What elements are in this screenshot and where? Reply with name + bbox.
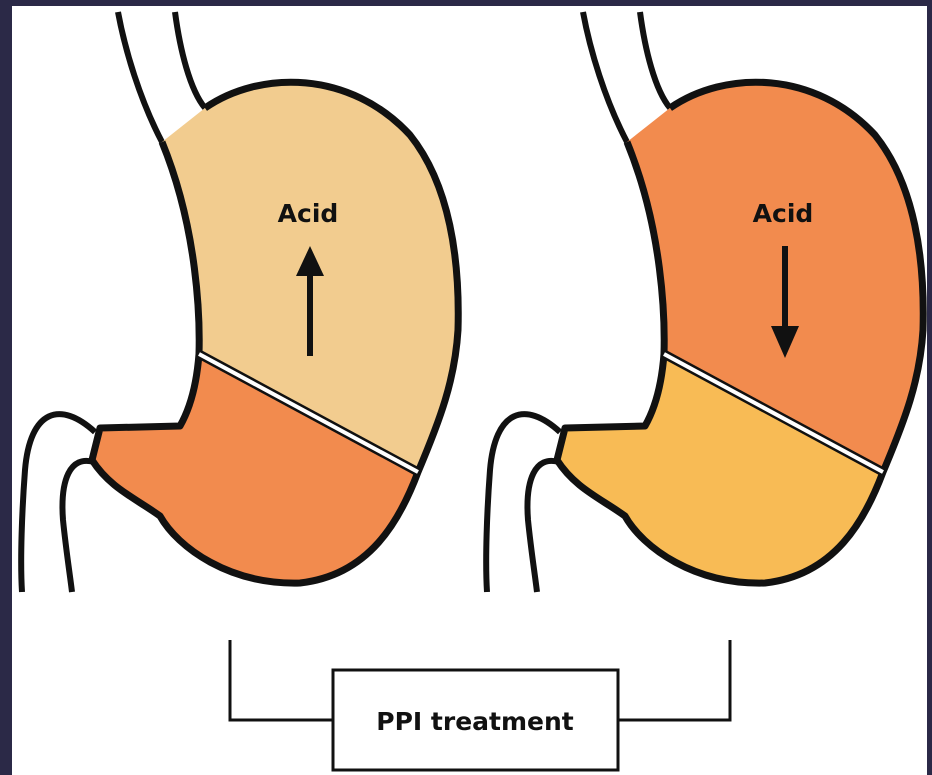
stomach-after: Acid xyxy=(486,12,923,592)
acid-label-after: Acid xyxy=(753,199,814,228)
stomach-before: Acid xyxy=(21,12,458,592)
ppi-diagram: Acid Acid PPI treatment xyxy=(12,6,927,775)
diagram-canvas: Acid Acid PPI treatment xyxy=(12,6,927,775)
treatment-label: PPI treatment xyxy=(376,707,574,736)
acid-label-before: Acid xyxy=(278,199,339,228)
